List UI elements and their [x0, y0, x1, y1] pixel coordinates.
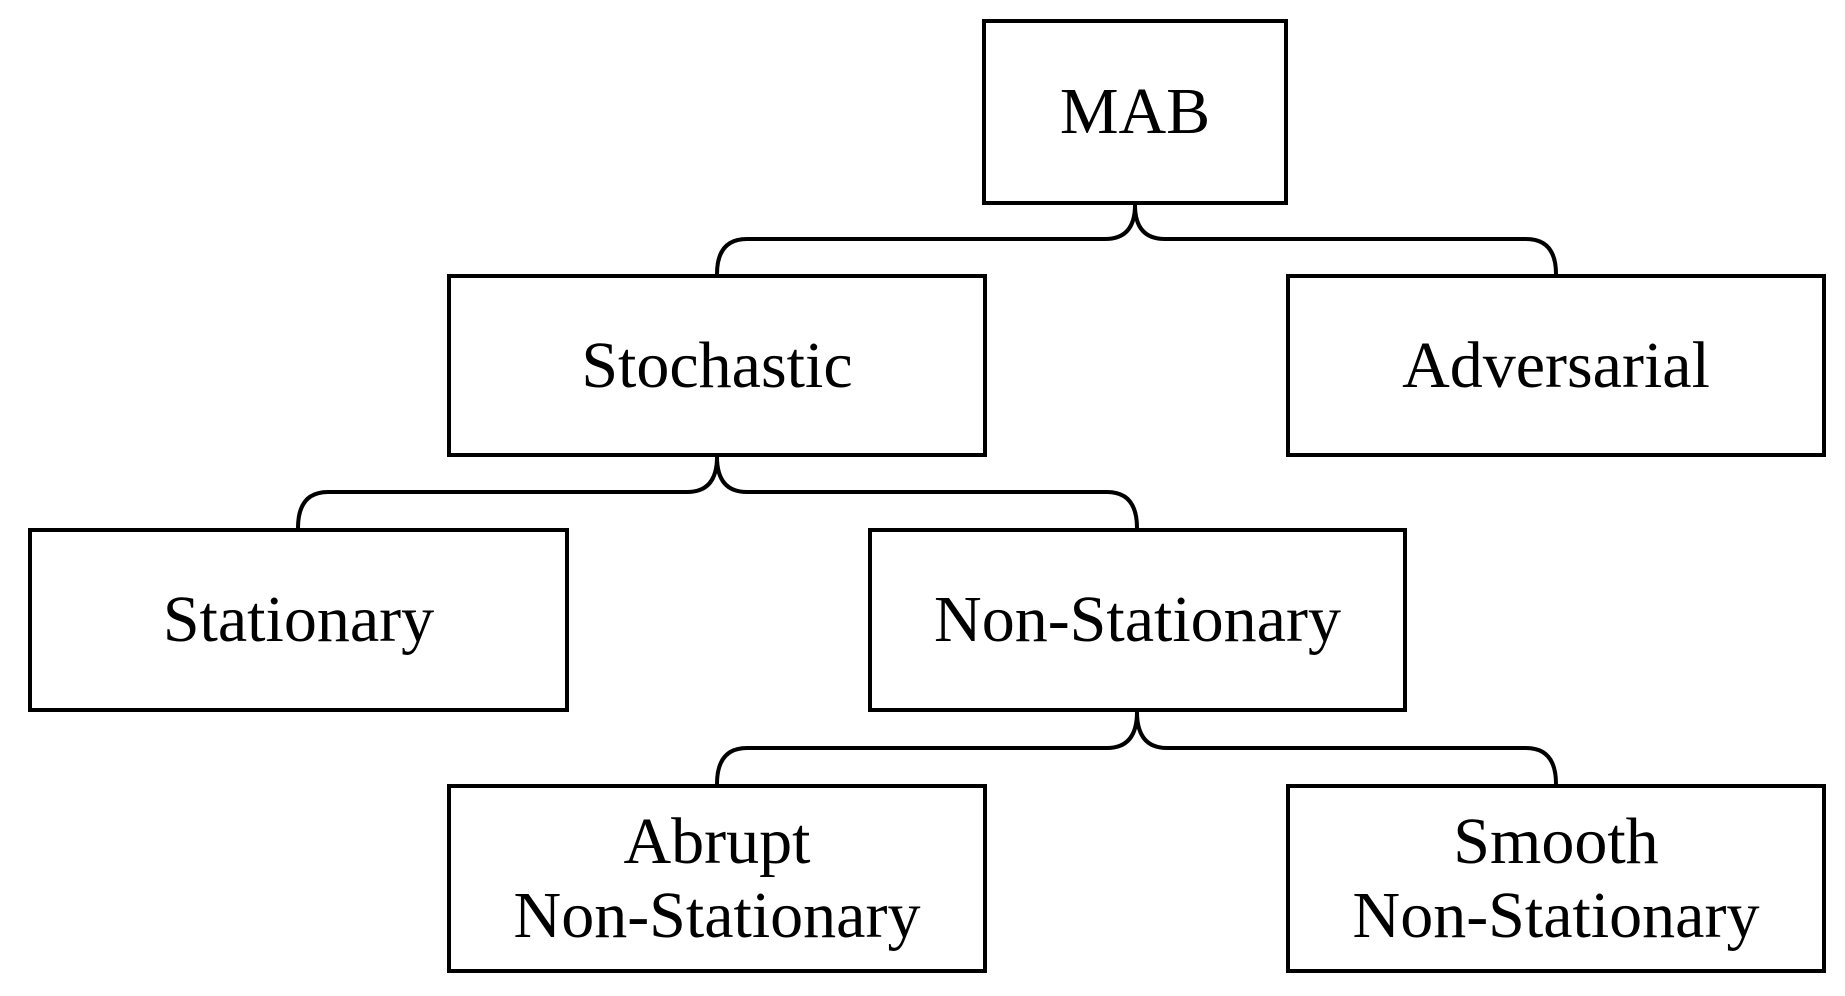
node-stochastic: Stochastic [447, 274, 987, 457]
node-stochastic-label: Stochastic [581, 328, 853, 402]
node-abrupt-non-stationary: Abrupt Non-Stationary [447, 784, 987, 973]
node-adversarial: Adversarial [1286, 274, 1826, 457]
node-mab: MAB [982, 19, 1288, 205]
node-adversarial-label: Adversarial [1402, 328, 1710, 402]
connector-nonstationary-abrupt [715, 711, 1139, 785]
node-smooth-non-stationary: Smooth Non-Stationary [1286, 784, 1826, 973]
node-stationary: Stationary [28, 528, 569, 712]
connector-stochastic-nonstationary [715, 456, 1139, 529]
connector-stochastic-stationary [296, 456, 719, 529]
node-abrupt-line2: Non-Stationary [513, 878, 921, 952]
node-stationary-label: Stationary [162, 583, 435, 657]
connector-nonstationary-smooth [1135, 711, 1558, 785]
node-abrupt-line1: Abrupt [623, 804, 811, 878]
node-non-stationary: Non-Stationary [868, 528, 1407, 712]
node-non-stationary-label: Non-Stationary [934, 583, 1341, 657]
connector-mab-stochastic [715, 204, 1137, 275]
node-smooth-line1: Smooth [1453, 804, 1659, 878]
node-smooth-line2: Non-Stationary [1352, 878, 1760, 952]
node-mab-label: MAB [1059, 75, 1211, 149]
connector-mab-adversarial [1133, 204, 1558, 275]
